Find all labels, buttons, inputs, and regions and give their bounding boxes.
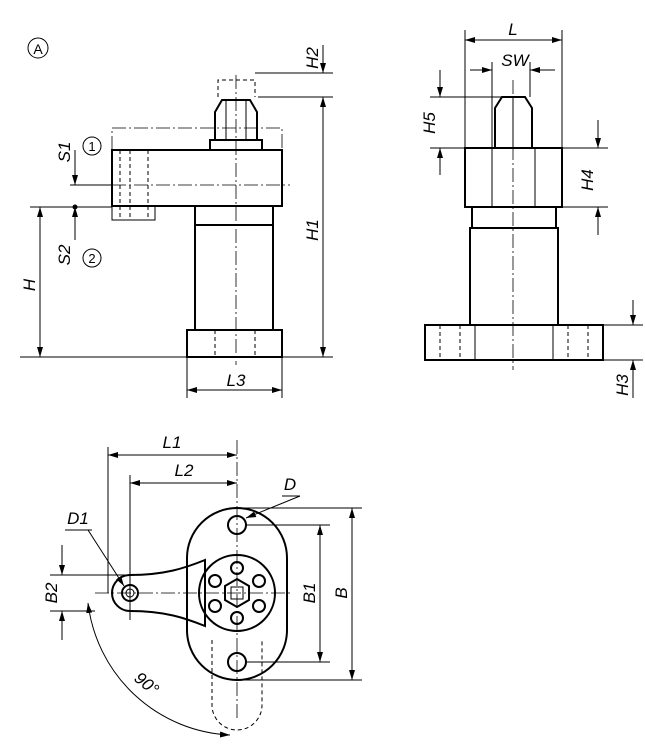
position-1-label: 1 [88, 139, 95, 154]
dim-S1: S1 [55, 142, 74, 163]
side-view: A H2 H1 H S1 S2 1 [20, 37, 333, 398]
dim-D: D [284, 475, 296, 494]
front-view: L SW H5 H4 H3 [420, 20, 643, 398]
column [194, 224, 274, 331]
angle-90: 90° [131, 668, 163, 699]
dim-H3: H3 [613, 374, 632, 396]
dim-D1: D1 [67, 509, 89, 528]
dim-B1: B1 [300, 583, 319, 604]
hex-block [464, 147, 563, 208]
dim-L2: L2 [175, 461, 194, 480]
dim-B: B [332, 587, 351, 598]
dim-L3: L3 [227, 371, 246, 390]
dim-SW: SW [501, 51, 530, 70]
dim-L: L [508, 20, 517, 39]
clamp-arm [111, 149, 283, 207]
top-view: L1 L2 D D1 B2 B1 B 90° [42, 433, 362, 738]
view-marker-circle [27, 37, 49, 59]
dim-H2: H2 [303, 47, 322, 69]
dim-H: H [20, 278, 39, 291]
base-plate [186, 329, 283, 358]
view-marker-label: A [33, 41, 43, 57]
dim-B2: B2 [42, 582, 61, 603]
position-2-label: 2 [88, 251, 95, 266]
dim-H5: H5 [420, 112, 439, 134]
dim-H4: H4 [578, 169, 597, 191]
dim-S2: S2 [55, 244, 74, 265]
column-front [469, 227, 559, 326]
base-plate-front [424, 324, 604, 361]
dim-L1: L1 [163, 433, 182, 452]
dim-H1: H1 [303, 219, 322, 241]
